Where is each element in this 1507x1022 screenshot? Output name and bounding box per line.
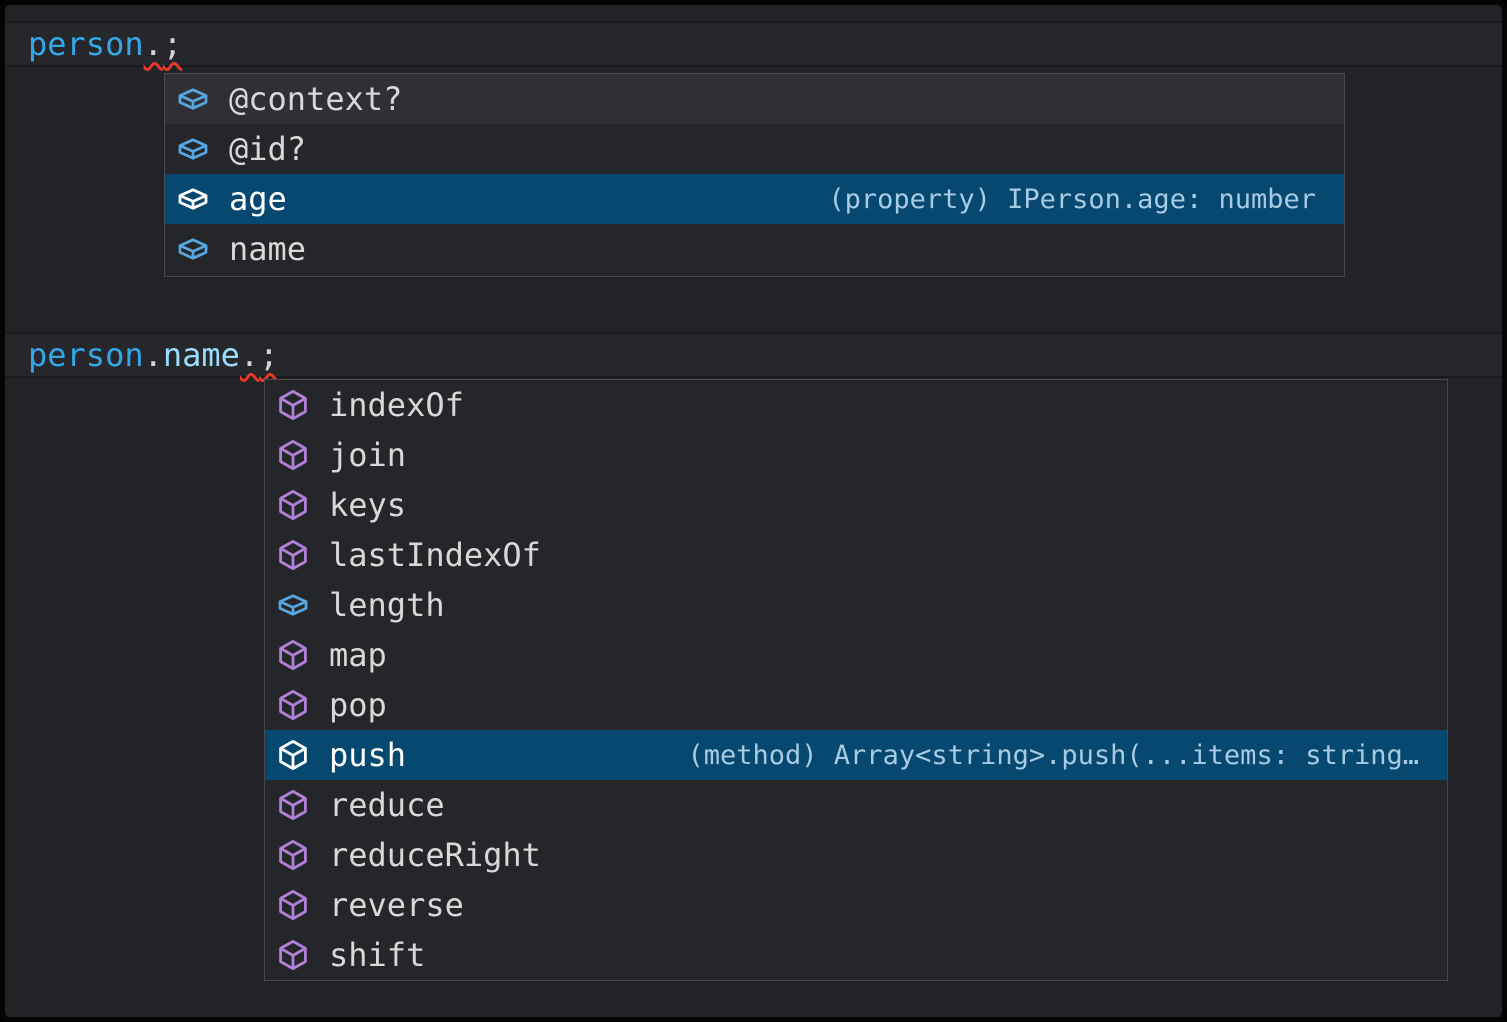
- code-token-semicolon-error: ;: [162, 25, 183, 63]
- code-token-dot-error: .: [143, 25, 163, 63]
- suggestion-map[interactable]: map: [265, 630, 1447, 680]
- suggestion-detail: (property) IPerson.age: number: [828, 183, 1316, 215]
- method-icon: [277, 889, 309, 921]
- suggestion-label: length: [329, 586, 445, 624]
- method-icon: [277, 939, 309, 971]
- suggestion-label: lastIndexOf: [329, 536, 541, 574]
- code-line-2[interactable]: person.name.;: [28, 335, 278, 375]
- method-icon: [277, 689, 309, 721]
- suggestion-push-selected[interactable]: push (method) Array<string>.push(...item…: [265, 730, 1447, 780]
- code-token-object: person: [28, 336, 144, 374]
- suggestion-age-selected[interactable]: age (property) IPerson.age: number: [165, 174, 1344, 224]
- suggestion-reduce[interactable]: reduce: [265, 780, 1447, 830]
- field-icon: [177, 233, 209, 265]
- suggestion-indexof[interactable]: indexOf: [265, 380, 1447, 430]
- method-icon: [277, 639, 309, 671]
- suggestion-label: age: [229, 180, 287, 218]
- suggestion-label: reduce: [329, 786, 445, 824]
- suggestion-shift[interactable]: shift: [265, 930, 1447, 980]
- method-icon: [277, 389, 309, 421]
- current-line-highlight-2: person.name.;: [5, 332, 1502, 378]
- suggestion-label: join: [329, 436, 407, 474]
- method-icon: [277, 739, 309, 771]
- suggestion-detail: (method) Array<string>.push(...items: st…: [687, 739, 1420, 771]
- suggestion-length[interactable]: length: [265, 580, 1447, 630]
- method-icon: [277, 839, 309, 871]
- code-token-semicolon-error: ;: [259, 336, 279, 374]
- suggestion-pop[interactable]: pop: [265, 680, 1447, 730]
- suggestion-context[interactable]: @context?: [165, 74, 1344, 124]
- code-token-dot-error: .: [239, 336, 260, 374]
- current-line-highlight-1: person.;: [5, 21, 1502, 67]
- method-icon: [277, 489, 309, 521]
- suggestion-label: indexOf: [329, 386, 464, 424]
- suggestion-name[interactable]: name: [165, 224, 1344, 274]
- suggestion-join[interactable]: join: [265, 430, 1447, 480]
- suggestion-reduceright[interactable]: reduceRight: [265, 830, 1447, 880]
- code-token-dot: .: [143, 336, 163, 374]
- suggestion-label: keys: [329, 486, 407, 524]
- suggest-widget-person: @context? @id? age (property) IPerson.ag…: [164, 73, 1345, 277]
- field-icon: [277, 589, 309, 621]
- code-token-property: name: [162, 336, 240, 374]
- suggestion-label: @id?: [229, 130, 307, 168]
- field-icon: [177, 83, 209, 115]
- code-token-object: person: [28, 25, 144, 63]
- suggestion-lastindexof[interactable]: lastIndexOf: [265, 530, 1447, 580]
- suggestion-label: push: [329, 736, 407, 774]
- field-icon: [177, 183, 209, 215]
- suggestion-label: reverse: [329, 886, 464, 924]
- code-line-1[interactable]: person.;: [28, 24, 182, 64]
- method-icon: [277, 539, 309, 571]
- suggestion-label: name: [229, 230, 307, 268]
- method-icon: [277, 439, 309, 471]
- suggestion-label: map: [329, 636, 387, 674]
- suggestion-label: pop: [329, 686, 387, 724]
- suggest-widget-person-name: indexOf join keys lastIndexOf length map: [264, 379, 1448, 981]
- suggestion-keys[interactable]: keys: [265, 480, 1447, 530]
- suggestion-reverse[interactable]: reverse: [265, 880, 1447, 930]
- method-icon: [277, 789, 309, 821]
- field-icon: [177, 133, 209, 165]
- suggestion-label: shift: [329, 936, 426, 974]
- suggestion-label: reduceRight: [329, 836, 541, 874]
- suggestion-id[interactable]: @id?: [165, 124, 1344, 174]
- suggestion-label: @context?: [229, 80, 403, 118]
- code-editor: person.; @context? @id? age (property) I…: [5, 5, 1502, 1017]
